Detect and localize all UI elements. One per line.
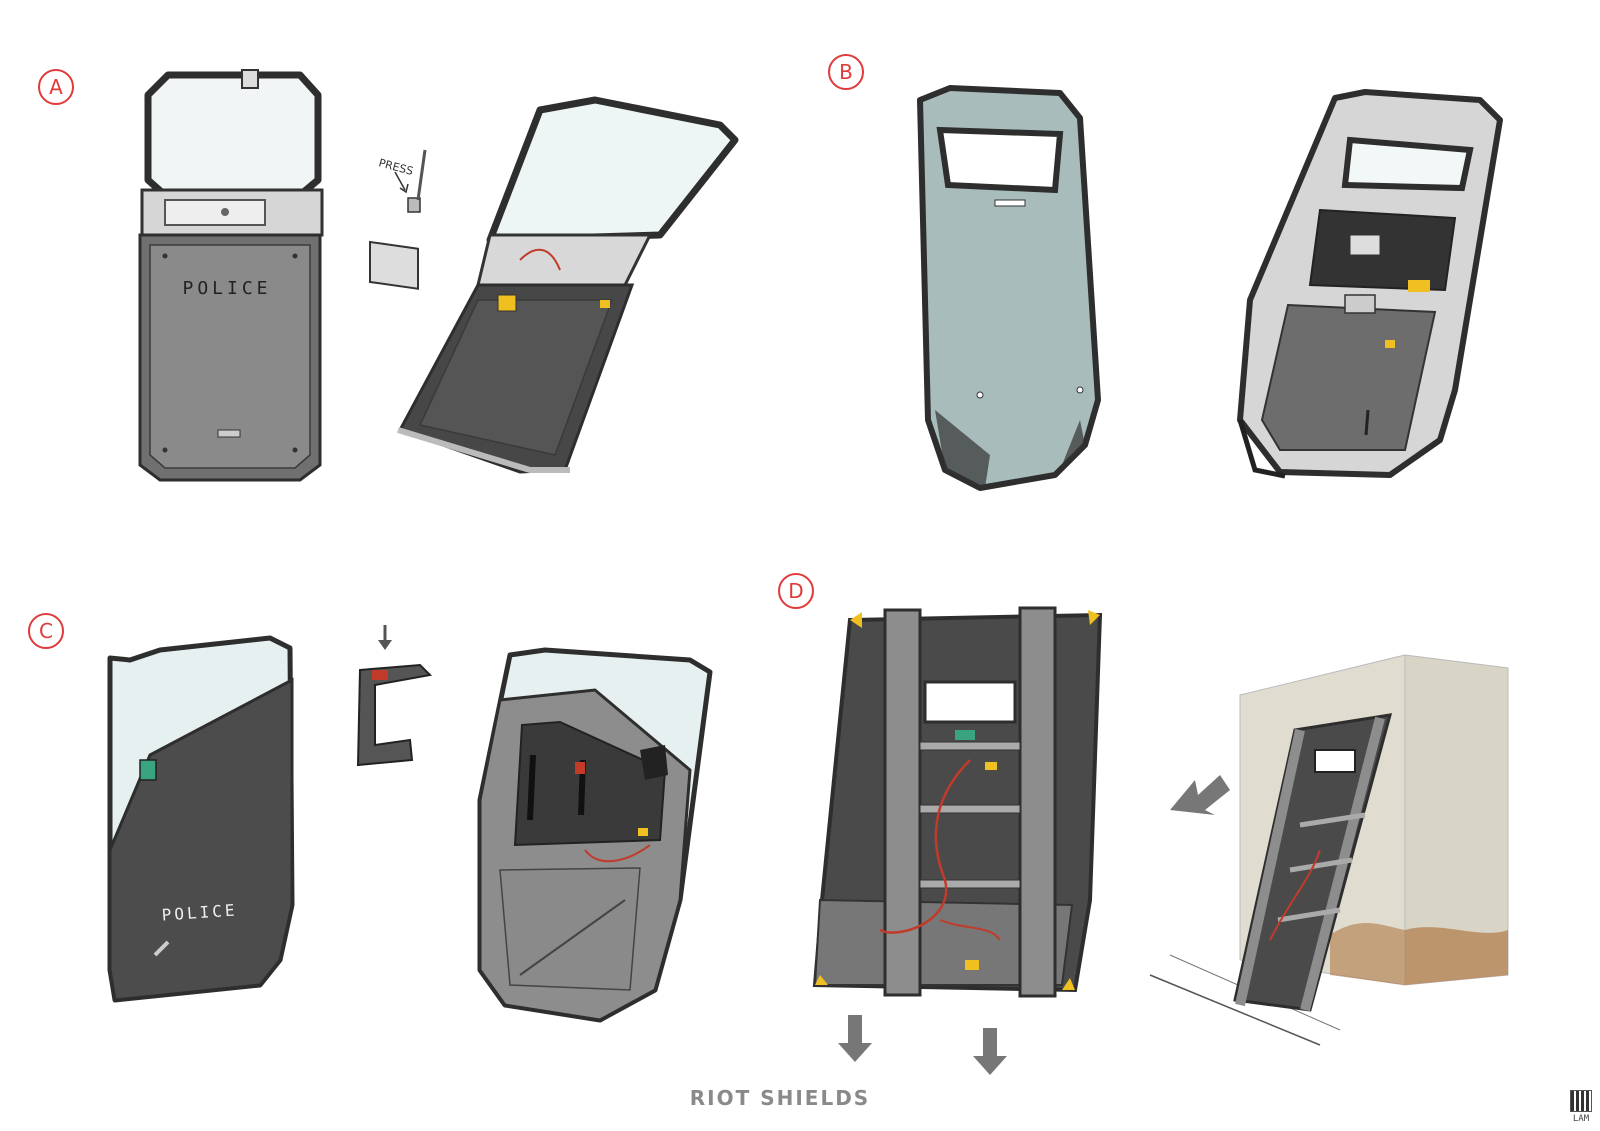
shield-c-back [477, 647, 713, 1023]
shield-b-front [917, 85, 1101, 491]
qr-mark-icon [1570, 1090, 1592, 1112]
shield-d-front [812, 606, 1103, 998]
label-letter: D [788, 579, 803, 603]
shield-a-front: POLICE [138, 69, 324, 482]
shield-a-back [397, 96, 739, 474]
shield-c-front: POLICE [107, 635, 295, 1003]
label-circle [28, 613, 64, 649]
variant-c-label: C [28, 613, 64, 649]
down-arrows [838, 1015, 1007, 1075]
press-detail: PRESS [369, 149, 427, 290]
police-text-a: POLICE [182, 278, 271, 299]
artist-signature: LAM [1570, 1090, 1592, 1124]
label-circle [38, 69, 74, 105]
label-letter: C [39, 619, 53, 643]
variant-a-label: A [38, 69, 74, 105]
label-letter: A [49, 75, 63, 99]
variant-b-label: B [828, 54, 864, 90]
clip-detail-c [356, 625, 433, 767]
label-letter: B [839, 60, 853, 84]
variant-d-label: D [778, 573, 814, 609]
sheet-title: RIOT SHIELDS [689, 1086, 871, 1110]
label-circle [778, 573, 814, 609]
artist-initials: LAM [1572, 1114, 1590, 1124]
label-circle [828, 54, 864, 90]
shield-d-wall-scene [1149, 654, 1509, 1046]
shield-b-back [1237, 89, 1503, 479]
